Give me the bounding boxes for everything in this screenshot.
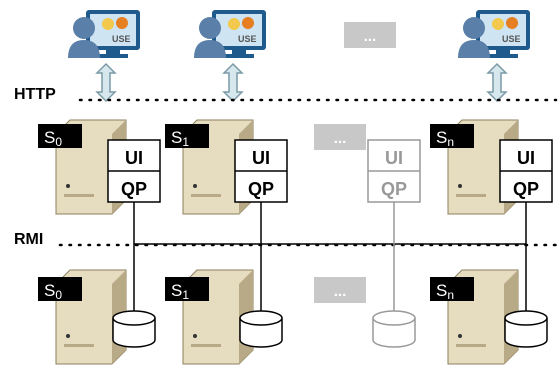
ellipsis-box-front	[314, 124, 366, 150]
user-icon	[73, 17, 95, 39]
server-name: S1	[171, 128, 189, 149]
monitor-screen-text: USE	[238, 34, 257, 44]
http-arrow	[486, 62, 508, 103]
ellipsis-clients: ...	[364, 28, 377, 45]
database-icon	[504, 310, 548, 348]
ellipsis-front: ...	[334, 130, 347, 147]
ellipsis-box-clients	[344, 22, 396, 48]
qp-label: QP	[381, 179, 407, 199]
user-icon	[463, 17, 485, 39]
qp-label: QP	[121, 179, 147, 199]
database-icon	[239, 310, 283, 348]
server-name-badge	[430, 277, 474, 301]
server-name: Sn	[436, 281, 454, 302]
monitor-screen-text: USE	[112, 34, 131, 44]
server-name-badge	[165, 124, 209, 148]
server-name-badge	[38, 277, 82, 301]
server-name: Sn	[436, 128, 454, 149]
http-arrow	[222, 62, 244, 103]
qp-label: QP	[248, 179, 274, 199]
ui-label: UI	[385, 148, 403, 168]
client-0: USE	[68, 10, 140, 58]
http-label: HTTP	[14, 86, 56, 103]
ellipsis-box-back	[314, 277, 366, 303]
server-name: S0	[44, 128, 62, 149]
server-name: S0	[44, 281, 62, 302]
ui-label: UI	[125, 148, 143, 168]
monitor-screen-text: USE	[502, 34, 521, 44]
user-icon	[199, 17, 221, 39]
server-name-badge	[430, 124, 474, 148]
server-name-badge	[165, 277, 209, 301]
qp-label: QP	[513, 179, 539, 199]
database-icon-ghost	[372, 310, 416, 348]
ellipsis-back: ...	[334, 283, 347, 300]
client-1: USE	[194, 10, 266, 58]
http-arrow	[95, 62, 117, 103]
database-icon	[112, 310, 156, 348]
ui-label: UI	[517, 148, 535, 168]
client-2: USE	[458, 10, 530, 58]
ui-label: UI	[252, 148, 270, 168]
rmi-label: RMI	[14, 231, 43, 248]
server-name-badge	[38, 124, 82, 148]
server-name: S1	[171, 281, 189, 302]
